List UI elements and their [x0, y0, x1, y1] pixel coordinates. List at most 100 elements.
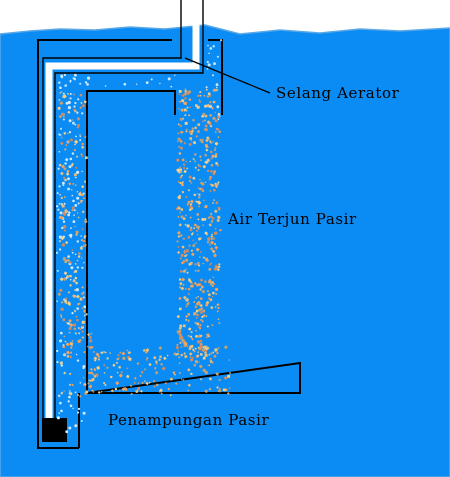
sand-grain: [85, 313, 88, 316]
sand-grain: [192, 119, 195, 122]
sand-grain: [63, 335, 66, 338]
sand-grain: [81, 185, 85, 189]
sand-grain: [57, 292, 61, 296]
sand-grain: [210, 352, 213, 355]
sand-grain: [79, 93, 83, 97]
sand-grain: [83, 234, 87, 238]
bubble: [74, 253, 77, 256]
sand-grain: [179, 257, 182, 260]
sand-grain: [177, 180, 180, 183]
sand-grain: [183, 108, 187, 112]
bubble: [159, 82, 161, 85]
sand-grain: [89, 339, 93, 343]
sand-grain: [180, 253, 184, 257]
sand-grain: [197, 218, 200, 221]
sand-grain: [155, 383, 159, 387]
sand-grain: [197, 269, 200, 272]
sand-grain: [204, 231, 208, 235]
bubble: [70, 227, 72, 230]
bubble: [58, 185, 61, 188]
sand-grain: [208, 160, 211, 162]
bubble: [75, 288, 79, 292]
sand-grain: [217, 206, 221, 210]
sand-grain: [90, 371, 94, 375]
sand-grain: [69, 283, 73, 287]
bubble: [67, 322, 70, 325]
bubble: [69, 93, 72, 95]
sand-grain: [183, 101, 188, 106]
sand-grain: [186, 110, 188, 112]
sand-grain: [216, 386, 219, 389]
sand-reservoir-ramp: [86, 361, 301, 394]
sand-grain: [129, 384, 133, 388]
sand-grain: [209, 263, 212, 266]
sand-grain: [189, 280, 193, 284]
sand-grain: [176, 240, 179, 243]
sand-grain: [63, 167, 67, 171]
sand-grain: [183, 250, 187, 254]
sand-grain: [81, 325, 84, 328]
sand-grain: [196, 193, 199, 195]
sand-grain: [177, 356, 181, 359]
bubble: [69, 278, 72, 281]
sand-grain: [60, 136, 63, 139]
sand-grain: [208, 388, 212, 391]
sand-grain: [154, 368, 157, 371]
sand-grain: [186, 271, 189, 274]
sand-grain: [118, 373, 123, 378]
sand-grain: [188, 208, 192, 212]
sand-grain: [58, 239, 62, 243]
sand-grain: [67, 259, 70, 262]
sand-grain: [210, 157, 213, 160]
sand-grain: [205, 336, 208, 339]
sand-grain: [176, 158, 180, 162]
sand-grain: [183, 270, 186, 273]
bubble: [206, 67, 209, 70]
sand-grain: [66, 350, 70, 355]
sand-grain: [104, 383, 107, 387]
bubble: [83, 305, 87, 309]
bubble: [67, 213, 70, 217]
sand-grain: [189, 199, 194, 204]
bubble: [79, 135, 82, 138]
sand-grain: [81, 228, 84, 231]
sand-grain: [95, 352, 100, 357]
sand-grain: [92, 373, 95, 376]
sand-grain: [166, 354, 169, 357]
sand-grain: [179, 125, 182, 128]
sand-grain: [154, 366, 157, 370]
sand-grain: [177, 350, 179, 352]
sand-grain: [190, 207, 194, 210]
sand-grain: [89, 379, 92, 382]
sand-grain: [103, 351, 105, 353]
bubble: [212, 45, 215, 48]
sand-grain: [121, 351, 126, 356]
sand-grain: [62, 318, 66, 322]
sand-grain: [62, 176, 66, 180]
sand-grain: [81, 142, 84, 146]
sand-grain: [72, 279, 76, 283]
bubble: [216, 105, 220, 109]
sand-grain: [188, 293, 190, 295]
sand-grain: [175, 346, 179, 350]
sand-grain: [193, 193, 196, 197]
sand-grain: [186, 203, 189, 206]
sand-grain: [140, 370, 144, 374]
sand-grain: [197, 130, 200, 133]
bubble: [79, 139, 82, 142]
sand-grain: [90, 345, 94, 349]
sand-grain: [103, 364, 106, 367]
sand-grain: [194, 305, 198, 309]
sand-grain: [211, 284, 214, 288]
sand-grain: [70, 346, 73, 349]
bubble: [62, 184, 65, 186]
sand-grain: [169, 394, 172, 397]
sand-grain: [178, 89, 182, 94]
sand-grain: [178, 297, 182, 300]
sand-grain: [195, 329, 197, 332]
sand-grain: [196, 213, 200, 216]
sand-grain: [160, 392, 163, 395]
sand-grain: [183, 352, 186, 355]
sand-grain: [180, 335, 183, 338]
sand-grain: [154, 371, 159, 375]
